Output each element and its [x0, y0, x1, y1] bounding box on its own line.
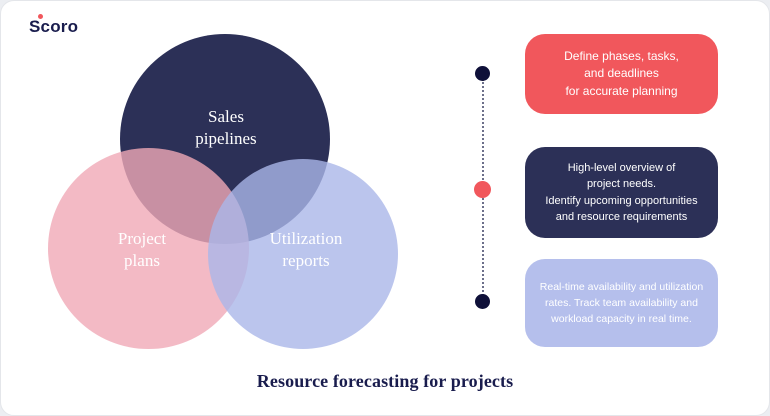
venn-label-line: reports: [282, 251, 330, 271]
logo-dot-icon: [38, 14, 43, 19]
venn-label-sales-pipelines: Sales pipelines: [156, 106, 296, 151]
info-card-line: for accurate planning: [565, 83, 678, 98]
venn-label-project-plans: Project plans: [82, 228, 202, 273]
info-card-availability: Real-time availability and utilization r…: [525, 259, 718, 347]
info-card-line: workload capacity in real time.: [551, 313, 692, 326]
venn-label-line: Project: [117, 229, 167, 248]
timeline-dot: [474, 181, 491, 198]
logo-text: Scoro: [29, 17, 79, 36]
info-card-line: Identify upcoming opportunities: [545, 194, 698, 207]
info-card-overview: High-level overview of project needs. Id…: [525, 147, 718, 238]
info-card-line: rates. Track team availability and: [545, 296, 698, 309]
info-card-line: project needs.: [586, 178, 657, 190]
info-card-line: High-level overview of: [567, 161, 676, 174]
timeline-dot: [475, 294, 490, 309]
info-card-line: and resource requirements: [555, 211, 688, 223]
venn-label-line: plans: [124, 251, 160, 271]
timeline-dot: [475, 66, 490, 81]
venn-label-line: Sales: [208, 107, 244, 126]
info-card-planning: Define phases, tasks, and deadlines for …: [525, 34, 718, 114]
info-card-line: Define phases, tasks,: [564, 48, 679, 63]
venn-label-line: pipelines: [195, 129, 257, 149]
info-card-line: Real-time availability and utilization: [539, 280, 704, 293]
venn-circle-utilization-reports: [208, 159, 398, 349]
info-card-line: and deadlines: [584, 66, 659, 81]
page-title: Resource forecasting for projects: [256, 371, 514, 391]
venn-label-utilization-reports: Utilization reports: [236, 228, 376, 273]
scoro-logo: Scoro: [29, 14, 79, 37]
venn-label-line: Utilization: [269, 229, 343, 248]
